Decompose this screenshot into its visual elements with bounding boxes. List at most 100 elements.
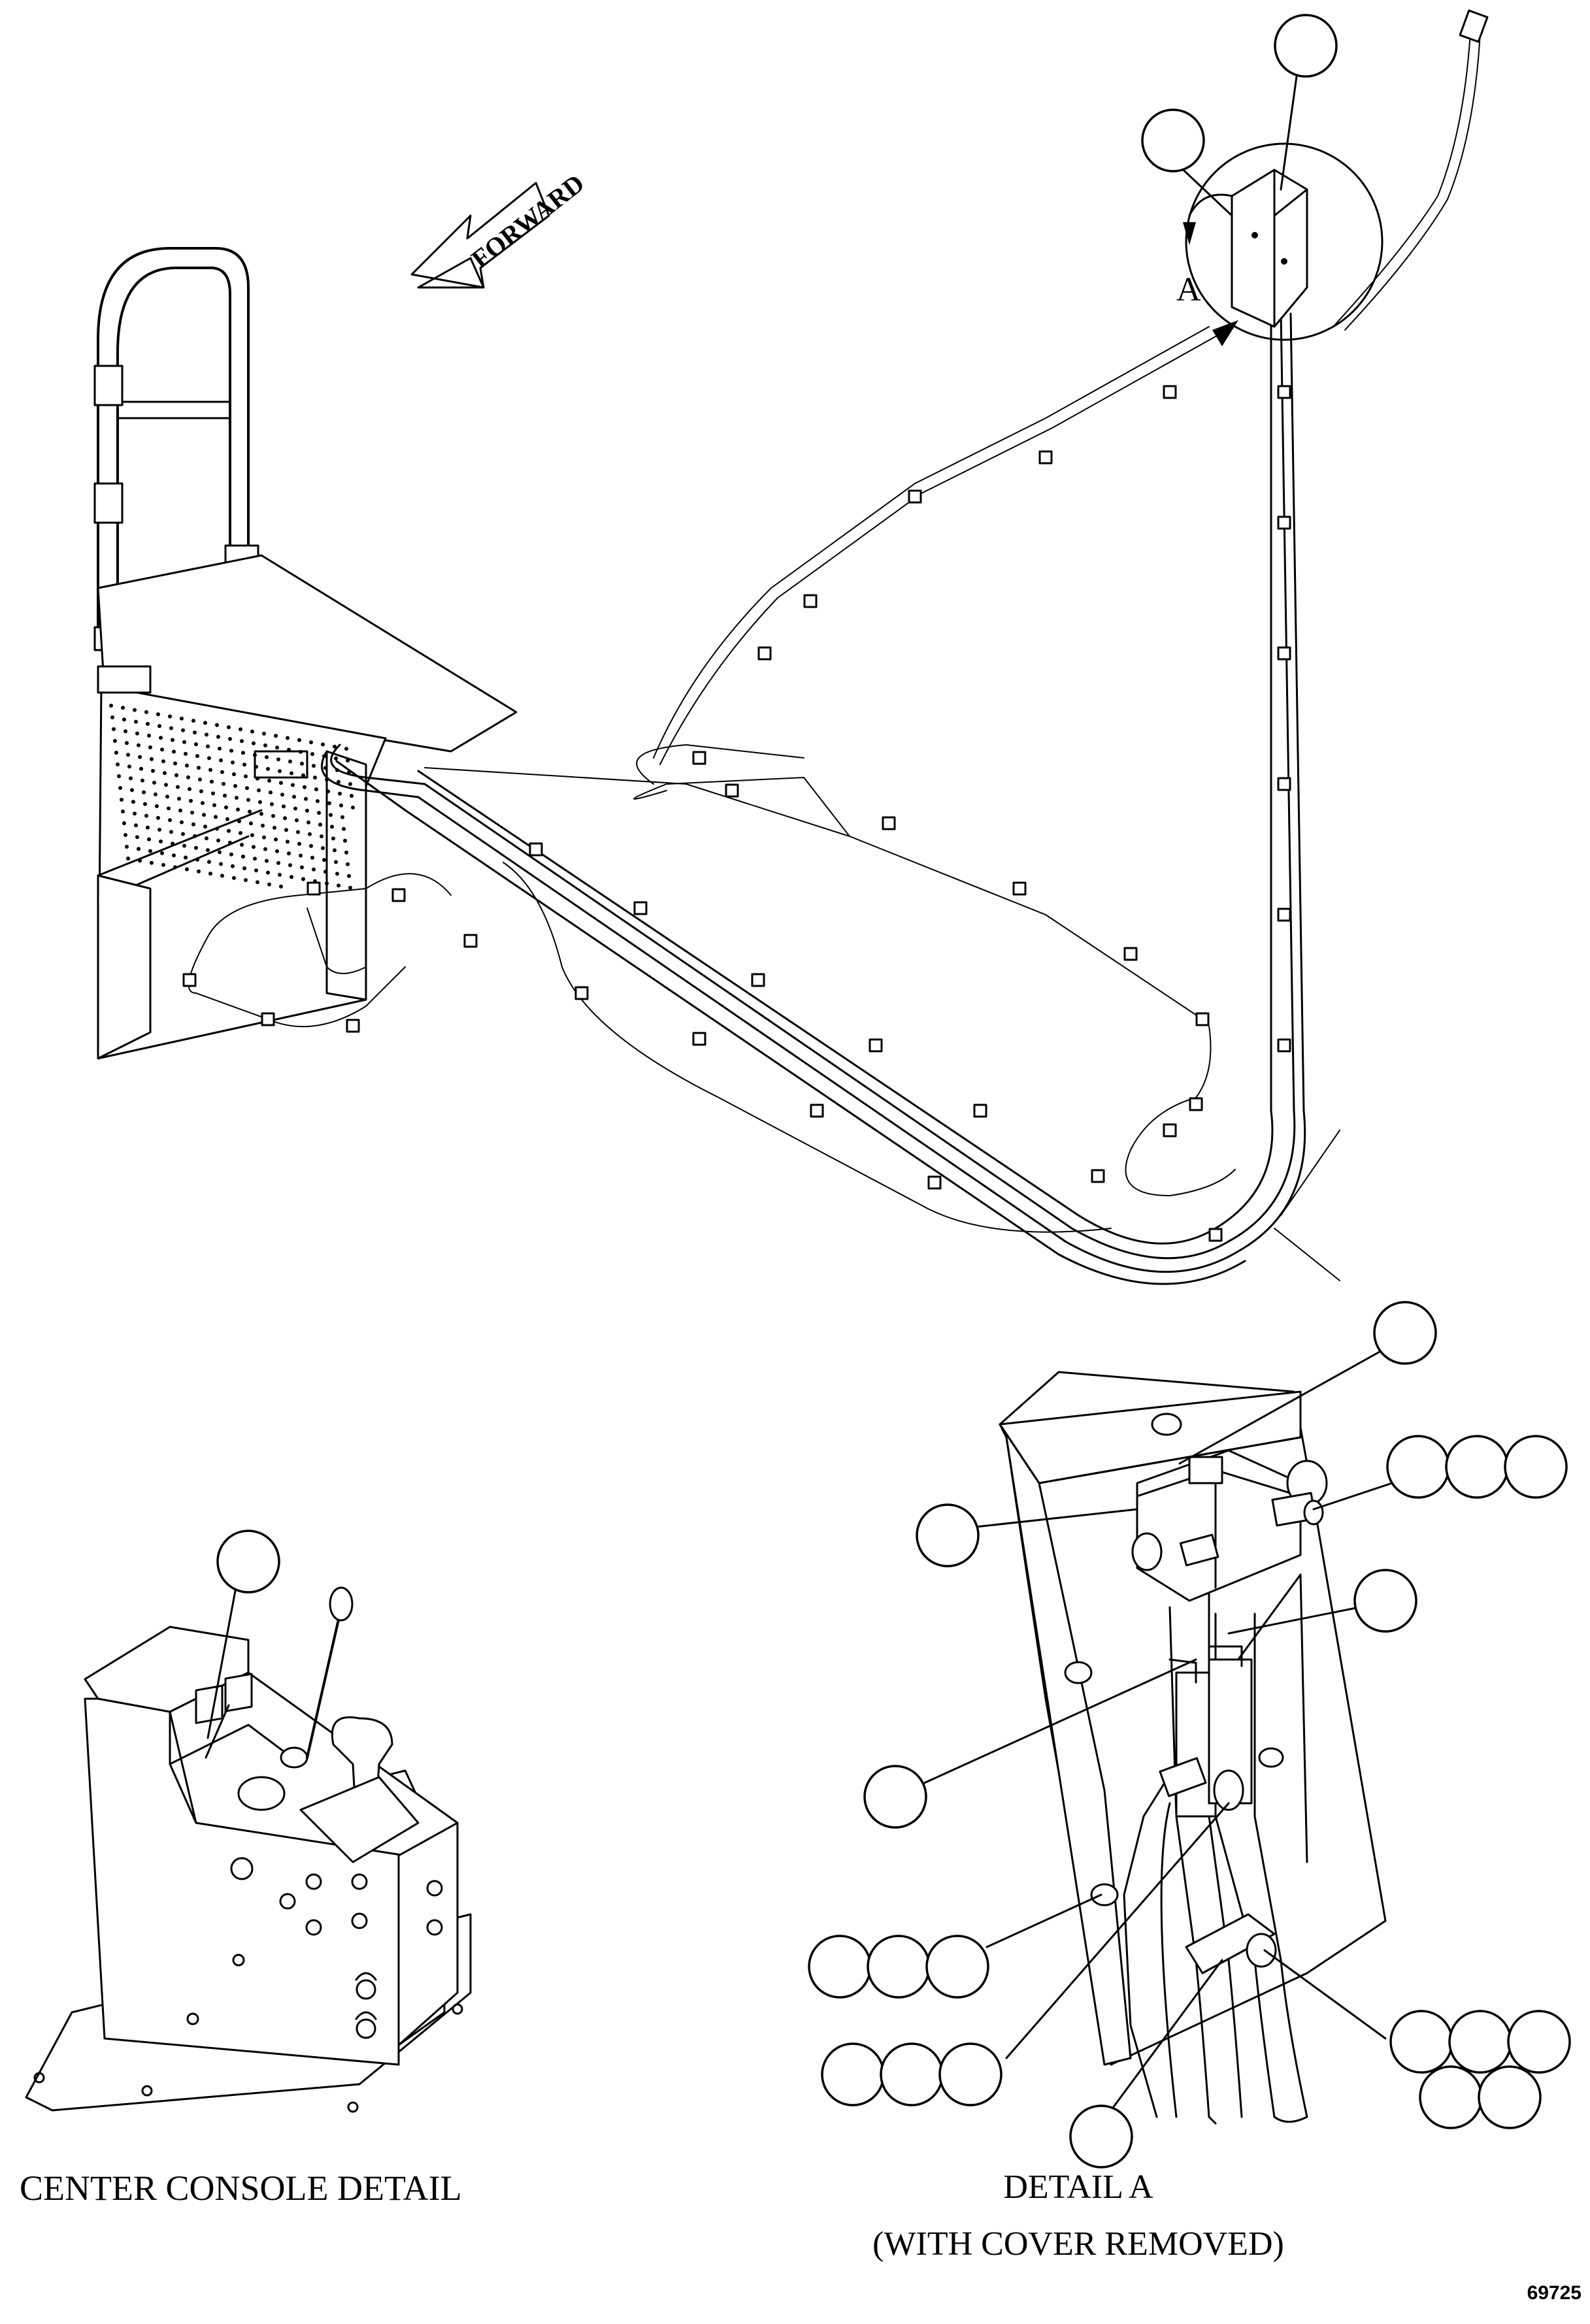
callout-balloon	[1353, 1569, 1417, 1633]
perforation-hole	[211, 791, 215, 796]
perforation-hole	[258, 800, 262, 804]
hose-clamp	[1195, 1012, 1210, 1026]
perforation-hole	[263, 743, 267, 747]
perforation-hole	[138, 755, 142, 759]
perforation-hole	[250, 833, 254, 838]
perforation-hole	[237, 819, 241, 823]
perforation-hole	[218, 850, 222, 855]
detail-a-caption: DETAIL A	[1003, 2169, 1153, 2206]
perforation-hole	[172, 749, 176, 754]
hose-clamp	[927, 1175, 942, 1190]
perforation-hole	[122, 821, 126, 825]
perforation-hole	[334, 860, 338, 864]
perforation-hole	[333, 848, 337, 853]
perforation-hole	[181, 728, 185, 732]
hose-clamp	[463, 934, 478, 948]
perforation-hole	[141, 778, 144, 783]
perforation-hole	[348, 885, 352, 890]
perforation-hole	[299, 749, 303, 754]
perforation-hole	[194, 845, 198, 850]
perforation-hole	[198, 777, 202, 782]
callout-balloon	[1419, 2065, 1483, 2129]
hose-clamp	[803, 594, 818, 608]
perforation-hole	[220, 770, 224, 774]
perforation-hole	[189, 798, 193, 803]
perforation-hole	[275, 849, 279, 853]
perforation-hole	[154, 792, 157, 796]
perforation-hole	[150, 860, 154, 865]
perforation-hole	[156, 815, 160, 820]
perforation-hole	[142, 790, 146, 794]
perforation-hole	[163, 771, 167, 776]
center-console-detail	[25, 1530, 472, 2113]
perforation-hole	[208, 872, 212, 876]
perforation-hole	[194, 742, 198, 747]
perforation-hole	[214, 815, 218, 819]
hose-clamp	[1012, 881, 1027, 896]
perforation-hole	[144, 710, 148, 714]
perforation-hole	[337, 779, 340, 784]
perforation-hole	[286, 736, 290, 740]
perforation-hole	[263, 847, 267, 851]
perforation-hole	[227, 725, 231, 729]
perforation-hole	[118, 786, 122, 790]
perforation-hole	[310, 855, 314, 860]
hose-clamp	[692, 1032, 706, 1046]
perforation-hole	[207, 860, 211, 864]
perforation-hole	[160, 747, 164, 752]
perforation-hole	[310, 752, 314, 757]
perforation-hole	[180, 820, 184, 825]
perforation-hole	[327, 801, 331, 806]
perforation-hole	[239, 831, 242, 835]
perforation-hole	[160, 851, 164, 855]
perforation-hole	[146, 825, 150, 830]
hose-clamp	[1091, 1169, 1105, 1183]
perforation-hole	[241, 751, 245, 755]
perforation-hole	[335, 872, 339, 876]
hose-clamp	[391, 888, 406, 902]
perforation-hole	[241, 855, 245, 859]
perforation-hole	[250, 729, 254, 734]
perforation-hole	[176, 785, 180, 789]
perforation-hole	[242, 762, 246, 767]
perforation-hole	[348, 782, 352, 786]
hose-clamp	[346, 1019, 360, 1033]
callout-balloon	[1507, 2010, 1571, 2074]
perforation-hole	[265, 755, 269, 759]
perforation-hole	[308, 832, 312, 836]
perforation-hole	[242, 866, 246, 870]
hose-clamp	[1277, 777, 1291, 791]
perforation-hole	[271, 813, 275, 818]
perforation-hole	[269, 790, 273, 794]
perforation-hole	[169, 726, 173, 730]
perforation-hole	[202, 813, 206, 817]
perforation-hole	[231, 761, 235, 764]
perforation-hole	[305, 808, 309, 813]
callout-balloon	[1389, 2010, 1453, 2074]
perforation-hole	[197, 766, 201, 770]
perforation-hole	[287, 747, 291, 752]
perforation-hole	[177, 796, 181, 801]
perforation-hole	[276, 860, 280, 865]
perforation-hole	[299, 853, 303, 858]
perforation-hole	[274, 837, 278, 842]
perforation-hole	[291, 783, 295, 787]
perforation-hole	[265, 859, 269, 863]
callout-balloon	[821, 2042, 885, 2106]
callout-balloon	[880, 2042, 944, 2106]
perforation-hole	[320, 834, 323, 839]
perforation-hole	[223, 793, 227, 798]
perforation-hole	[346, 862, 350, 866]
hose-clamp	[306, 881, 321, 896]
perforation-hole	[300, 865, 304, 870]
perforation-hole	[259, 811, 263, 816]
main-view-callouts	[1141, 14, 1338, 217]
callout-balloon	[938, 2042, 1002, 2106]
hose-clamp	[1277, 908, 1291, 922]
perforation-hole	[304, 796, 308, 801]
perforation-hole	[309, 740, 313, 745]
perforation-hole	[317, 811, 321, 815]
perforation-hole	[205, 836, 208, 841]
perforation-hole	[216, 838, 220, 843]
